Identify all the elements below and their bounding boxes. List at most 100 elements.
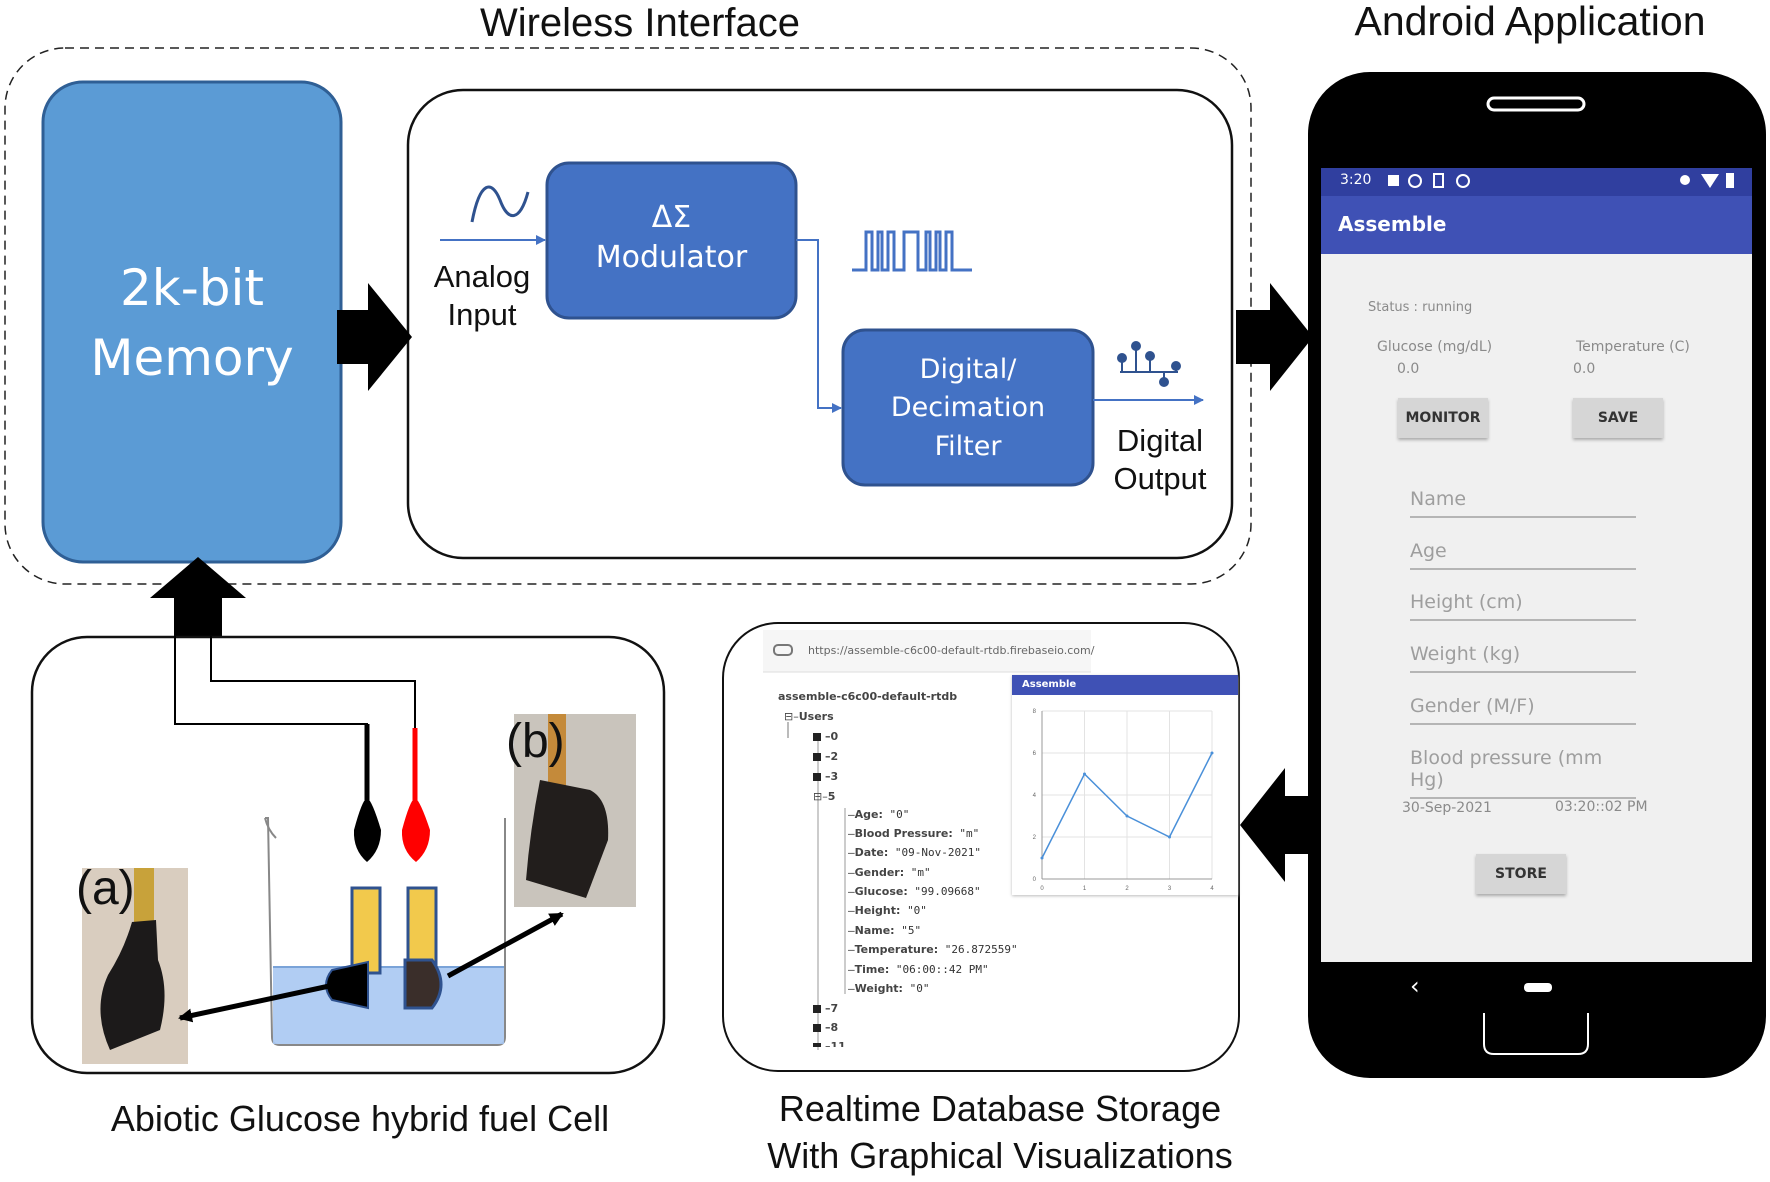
record-line: –Gender: "m"	[848, 866, 931, 879]
record-line: –Weight: "0"	[848, 982, 930, 995]
expand-icon	[813, 753, 821, 761]
tree-node-label: 8	[830, 1021, 839, 1034]
height-field[interactable]: Height (cm)	[1410, 591, 1636, 621]
tree-node[interactable]: –11	[813, 1040, 846, 1047]
chart-xtick-label: 1	[1083, 886, 1087, 892]
tree-node-label: 3	[830, 770, 839, 783]
analog-input-label-line1: Analog	[433, 259, 531, 294]
record-line: –Name: "5"	[848, 924, 922, 937]
database-caption-line2: With Graphical Visualizations	[767, 1135, 1233, 1176]
nav-back-icon[interactable]: ‹	[1410, 972, 1420, 1000]
photo-b-label: (b)	[506, 715, 565, 768]
fuelcell-to-memory-arrow	[150, 557, 246, 636]
time-display: 03:20::02 PM	[1555, 799, 1648, 815]
expand-icon	[813, 773, 821, 781]
expand-icon	[813, 1024, 821, 1032]
chart-xtick-label: 2	[1125, 886, 1129, 892]
modulator-label-line2: Modulator	[595, 240, 748, 275]
blood-pressure-field[interactable]: Blood pressure (mm Hg)	[1410, 747, 1636, 799]
age-field[interactable]: Age	[1410, 540, 1636, 570]
photo-a-label: (a)	[76, 862, 135, 915]
chart-ytick-label: 2	[1033, 835, 1037, 841]
nav-home-pill-icon[interactable]	[1524, 983, 1552, 992]
anode-pointer-arrow	[178, 982, 335, 1023]
record-line: –Age: "0"	[848, 808, 910, 821]
tree-node[interactable]: –2	[813, 750, 838, 763]
chart-ytick-label: 6	[1033, 751, 1037, 757]
glucose-value: 0.0	[1397, 361, 1420, 377]
tree-node-label: 5	[827, 790, 836, 803]
users-node-label: Users	[798, 710, 834, 723]
phone-home-button[interactable]	[1483, 1013, 1589, 1055]
app-title: Assemble	[1338, 212, 1447, 236]
beaker	[265, 817, 506, 1046]
status-icons-left	[1388, 173, 1470, 188]
memory-label-line2: Memory	[90, 329, 294, 387]
database-url-bar	[763, 630, 1091, 672]
record-line: –Temperature: "26.872559"	[848, 943, 1018, 956]
record-line: –Height: "0"	[848, 904, 927, 917]
digital-output-label-line1: Digital	[1116, 423, 1204, 458]
gender-field[interactable]: Gender (M/F)	[1410, 695, 1636, 725]
anode-photo	[82, 868, 188, 1064]
wireless-to-phone-arrow	[1236, 283, 1313, 391]
chart-data-point	[1168, 835, 1171, 839]
status-text: Status : running	[1368, 300, 1473, 315]
date-display: 30-Sep-2021	[1402, 800, 1492, 816]
temperature-value: 0.0	[1573, 361, 1596, 377]
memory-to-adc-arrow	[337, 283, 412, 391]
expand-icon	[813, 1043, 821, 1047]
chart-data-point	[1083, 772, 1086, 776]
memory-label-line1: 2k-bit	[119, 259, 265, 317]
tree-node[interactable]: –0	[813, 730, 838, 743]
android-application-title: Android Application	[1354, 0, 1706, 44]
phone-to-database-arrow	[1240, 768, 1320, 882]
chart-ytick-label: 0	[1033, 877, 1037, 883]
pulse-train-icon	[852, 230, 972, 272]
modulator-label-line1: ΔΣ	[651, 200, 692, 235]
monitor-button[interactable]: MONITOR	[1398, 398, 1488, 438]
store-button[interactable]: STORE	[1476, 854, 1566, 894]
tree-node[interactable]: –3	[813, 770, 838, 783]
filter-label-line2: Decimation	[890, 392, 1046, 423]
chart-data-point	[1210, 751, 1214, 755]
database-caption-line1: Realtime Database Storage	[778, 1088, 1222, 1129]
phone-speaker	[1486, 96, 1586, 112]
tree-node-label: 2	[830, 750, 839, 763]
users-node[interactable]: ⊟–Users	[784, 710, 834, 723]
analog-input-label-line2: Input	[447, 297, 517, 332]
phone-app-bar	[1321, 196, 1752, 254]
tree-node-label: 7	[830, 1002, 839, 1015]
cathode-pad	[403, 958, 443, 1010]
tree-node-label: 0	[830, 730, 839, 743]
tree-node[interactable]: –7	[813, 1002, 838, 1015]
memory-block	[41, 80, 343, 564]
record-line: –Date: "09-Nov-2021"	[848, 846, 982, 859]
cathode-photo	[514, 714, 636, 907]
glucose-solution	[273, 967, 504, 1044]
tree-node[interactable]: –8	[813, 1021, 838, 1034]
modulator-filter-connector	[796, 239, 842, 413]
anode-strip	[350, 886, 382, 975]
name-field[interactable]: Name	[1410, 488, 1636, 518]
chart-data-point	[1040, 856, 1044, 860]
chart-xtick-label: 4	[1210, 886, 1214, 892]
filter-block	[841, 328, 1095, 487]
tree-node-expanded[interactable]: ⊟–5	[813, 790, 836, 803]
phone-clock: 3:20	[1340, 172, 1372, 188]
link-icon	[773, 644, 793, 656]
record-line: –Glucose: "99.09668"	[848, 885, 981, 898]
weight-field[interactable]: Weight (kg)	[1410, 643, 1636, 673]
chart-ytick-label: 8	[1033, 709, 1037, 715]
temperature-label: Temperature (C)	[1576, 339, 1690, 355]
filter-label-line3: Filter	[934, 431, 1002, 462]
anode-pad	[325, 960, 369, 1010]
discrete-samples-icon	[1117, 341, 1181, 387]
sine-wave-icon	[470, 185, 530, 223]
expand-icon	[813, 1005, 821, 1013]
tree-node-label: 11	[830, 1040, 846, 1047]
save-button[interactable]: SAVE	[1573, 398, 1663, 438]
graph-panel-title: Assemble	[1012, 675, 1238, 695]
